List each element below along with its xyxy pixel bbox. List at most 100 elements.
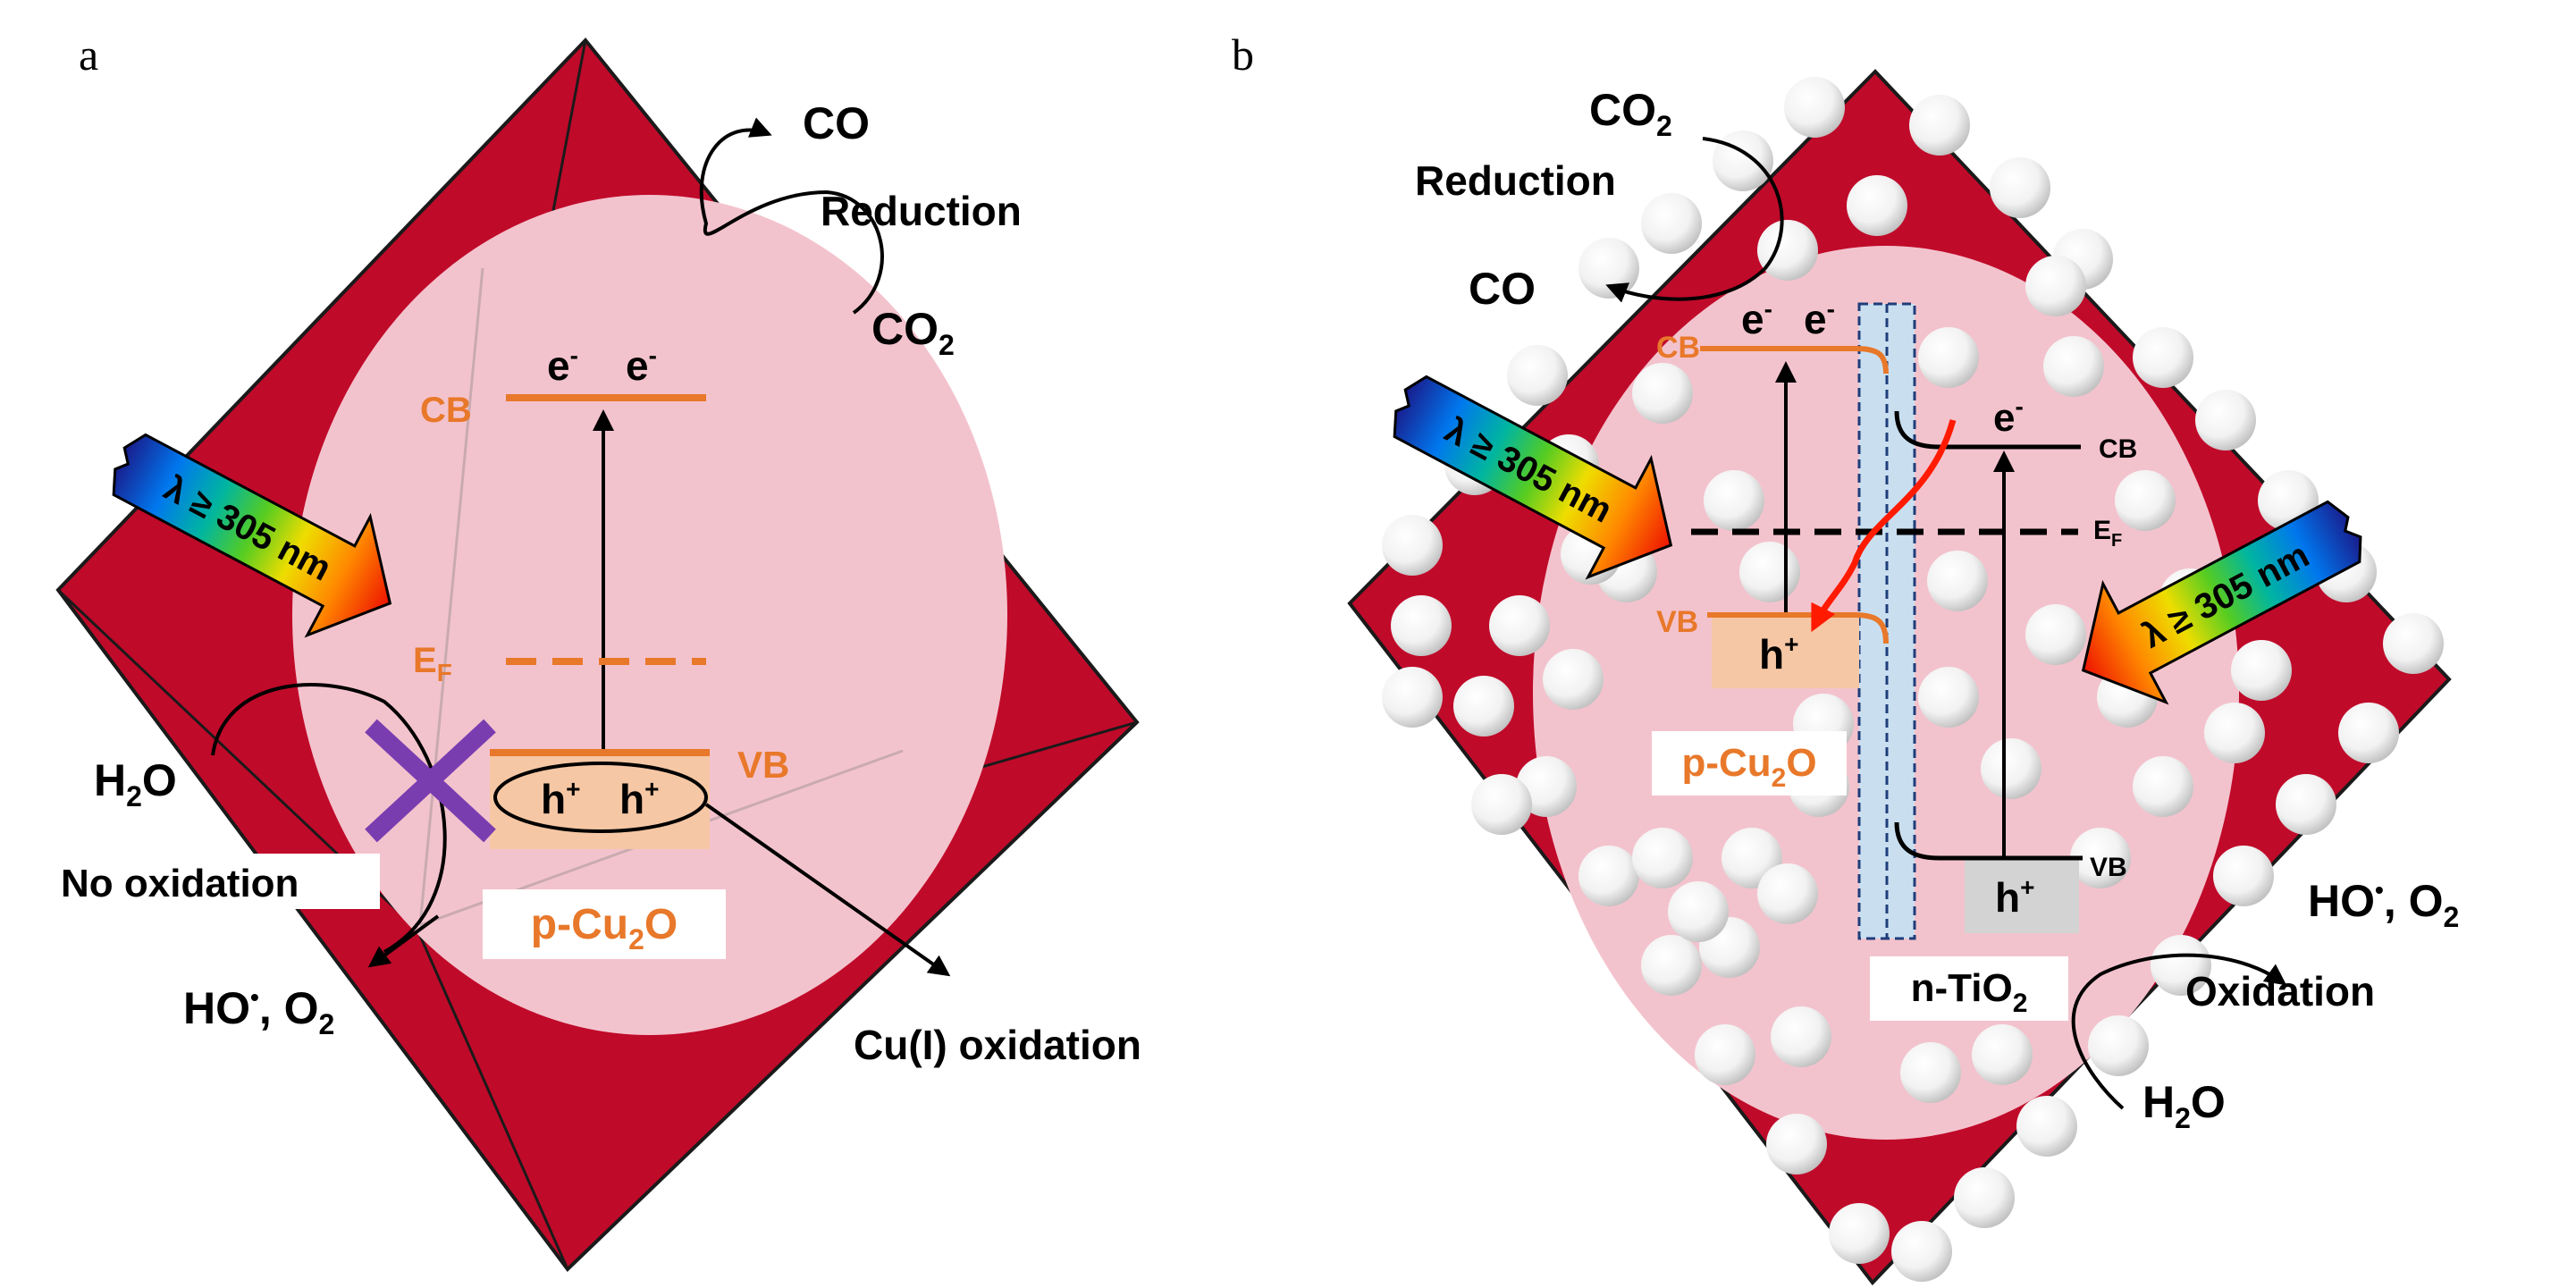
oxidation-label-b: Oxidation bbox=[2185, 968, 2375, 1014]
material-label-b-cu2o: p-Cu2O bbox=[1681, 741, 1816, 793]
tio2-nanoparticle bbox=[1972, 1024, 2033, 1085]
hole-a-1: h+ bbox=[541, 775, 580, 822]
tio2-nanoparticle bbox=[1927, 551, 1988, 611]
tio2-nanoparticle bbox=[1382, 667, 1443, 728]
tio2-nanoparticle bbox=[1918, 667, 1979, 728]
tio2-nanoparticle bbox=[2088, 1015, 2149, 1076]
cb-label-b-left: CB bbox=[1656, 331, 1700, 365]
tio2-nanoparticle bbox=[1771, 1006, 1831, 1067]
reduction-curve-b bbox=[1605, 137, 1784, 303]
tio2-nanoparticle bbox=[1641, 935, 1702, 996]
tio2-nanoparticle bbox=[1990, 157, 2050, 218]
material-box-b-cu2o bbox=[1652, 731, 1847, 796]
ho-o2-label-b: HO•, O2 bbox=[2308, 876, 2459, 933]
cb-label-a: CB bbox=[420, 391, 472, 430]
blocked-x-icon bbox=[365, 719, 496, 843]
h2o-curve-a bbox=[211, 683, 447, 954]
material-box-a bbox=[483, 889, 726, 959]
cb-label-b-right: CB bbox=[2099, 434, 2137, 464]
tio2-nanoparticle bbox=[1382, 515, 1443, 576]
co2-label-b: CO2 bbox=[1589, 85, 1672, 142]
panel-a-letter: a bbox=[79, 29, 98, 80]
tio2-nanoparticle bbox=[2133, 756, 2193, 817]
hole-a-2: h+ bbox=[619, 775, 659, 822]
reduction-curve-a bbox=[699, 117, 884, 315]
tio2-nanoparticle bbox=[1981, 738, 2041, 799]
ho-o2-label-a: HO•, O2 bbox=[183, 983, 334, 1040]
vb-label-b-left: VB bbox=[1656, 605, 1698, 639]
vb-level-b-cu2o bbox=[1707, 612, 1889, 644]
tio2-nanoparticle bbox=[1954, 1167, 2015, 1228]
hole-b-left: h+ bbox=[1759, 630, 1798, 678]
tio2-nanoparticle bbox=[1704, 470, 1764, 531]
tio2-nanoparticles bbox=[1382, 77, 2444, 1282]
tio2-nanoparticle bbox=[1766, 1114, 1827, 1174]
cb-level-b-tio2 bbox=[1894, 410, 2081, 450]
tio2-nanoparticle bbox=[2025, 256, 2086, 316]
cu-oxidation-label: Cu(I) oxidation bbox=[854, 1022, 1141, 1068]
h2o-label-b: H2O bbox=[2142, 1077, 2226, 1134]
tio2-nanoparticle bbox=[1847, 175, 1907, 236]
tio2-nanoparticle bbox=[2213, 846, 2274, 906]
tio2-nanoparticle bbox=[2025, 604, 2086, 665]
tio2-nanoparticle bbox=[1713, 130, 1773, 191]
tio2-nanoparticle bbox=[1695, 1024, 1755, 1085]
tio2-nanoparticle bbox=[2016, 1096, 2077, 1157]
co-label-b: CO bbox=[1469, 264, 1536, 314]
tio2-nanoparticle bbox=[1453, 676, 1514, 737]
tio2-nanoparticle bbox=[1578, 238, 1639, 299]
co2-label-a: CO2 bbox=[871, 304, 955, 361]
electron-b-right: e- bbox=[1993, 392, 2024, 440]
tio2-nanoparticle bbox=[1391, 595, 1452, 656]
panel-b-letter: b bbox=[1232, 29, 1254, 80]
ho-arrow-a bbox=[367, 914, 440, 968]
cb-level-b-cu2o bbox=[1700, 346, 1889, 375]
tio2-nanoparticle bbox=[1829, 1203, 1890, 1264]
ef-label-a: EF bbox=[413, 641, 452, 686]
material-box-b-tio2 bbox=[1870, 956, 2068, 1021]
reduction-label-a: Reduction bbox=[821, 188, 1022, 234]
vb-label-a: VB bbox=[737, 744, 789, 786]
hole-region-b-right bbox=[1965, 860, 2079, 933]
tio2-nanoparticle bbox=[2115, 470, 2176, 531]
tio2-nanoparticle bbox=[1891, 1221, 1952, 1282]
tio2-nanoparticle bbox=[1632, 363, 1693, 424]
tio2-nanoparticle bbox=[1578, 846, 1639, 906]
tio2-nanoparticle bbox=[2195, 390, 2256, 450]
oxidation-curve-b bbox=[2071, 953, 2287, 1110]
tio2-nanoparticle bbox=[1489, 595, 1550, 656]
tio2-nanoparticle bbox=[1632, 828, 1693, 888]
electron-b-1: e- bbox=[1741, 295, 1772, 342]
ef-label-b: EF bbox=[2093, 516, 2122, 551]
electron-a-2: e- bbox=[626, 341, 657, 389]
tio2-nanoparticle bbox=[1471, 774, 1532, 835]
material-label-b-tio2: n-TiO2 bbox=[1911, 966, 2028, 1018]
hole-b-right: h+ bbox=[1995, 873, 2034, 921]
panel-b: b CB e- e- VB h+ EF CB e- VB h+ bbox=[1232, 29, 2459, 1286]
electron-b-2: e- bbox=[1804, 295, 1835, 342]
tio2-nanoparticle bbox=[2070, 828, 2131, 888]
tio2-nanoparticle bbox=[1909, 95, 1970, 156]
no-oxidation-label: No oxidation bbox=[61, 862, 299, 905]
no-oxidation-box bbox=[54, 854, 380, 909]
charge-transfer-arrow bbox=[1811, 419, 1957, 633]
tio2-nanoparticle bbox=[1918, 327, 1979, 388]
tio2-nanoparticle bbox=[1507, 345, 1568, 406]
tio2-nanoparticle bbox=[1757, 863, 1818, 924]
tio2-nanoparticle bbox=[1668, 881, 1729, 942]
vb-level-b-tio2 bbox=[1894, 821, 2083, 861]
tio2-nanoparticle bbox=[2383, 613, 2444, 674]
hole-pair-outline-a bbox=[493, 762, 708, 833]
tio2-nanoparticle bbox=[2204, 703, 2265, 763]
tio2-nanoparticle bbox=[1900, 1042, 1961, 1103]
electron-a-1: e- bbox=[547, 341, 578, 389]
tio2-nanoparticle bbox=[1641, 193, 1702, 254]
tio2-nanoparticle bbox=[2043, 336, 2104, 397]
tio2-nanoparticle bbox=[2133, 327, 2193, 388]
tio2-nanoparticle bbox=[2276, 774, 2336, 835]
tio2-nanoparticle bbox=[1784, 77, 1845, 138]
cu-oxidation-arrow bbox=[704, 803, 951, 977]
h2o-label-a: H2O bbox=[94, 755, 177, 812]
hole-region-a bbox=[490, 755, 710, 849]
